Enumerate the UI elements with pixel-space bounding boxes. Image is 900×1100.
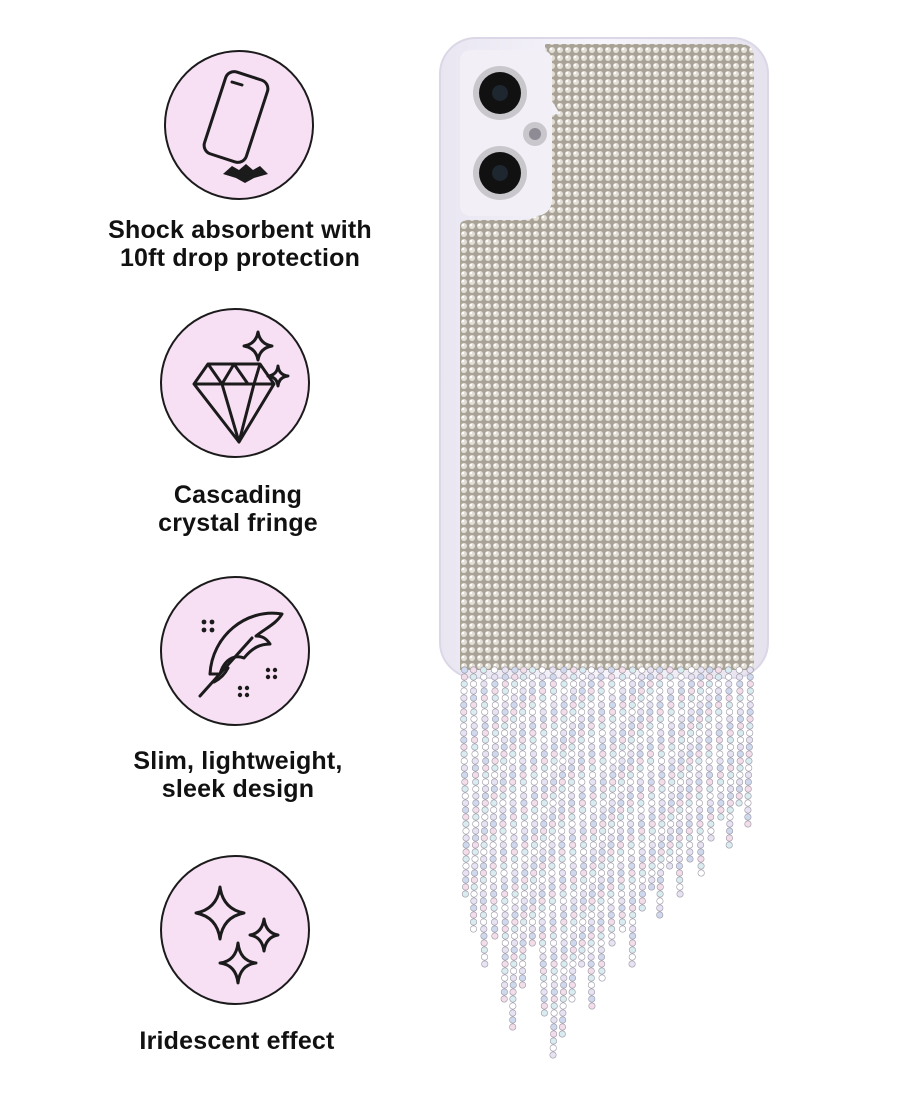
feature-icon-circle — [160, 855, 310, 1005]
phone-drop-icon — [202, 70, 270, 183]
feather-icon — [198, 611, 284, 698]
crystal-panel — [460, 44, 754, 670]
diamond-sparkle-icon — [192, 330, 290, 444]
feature-icon-circle — [160, 576, 310, 726]
feature-label: Cascading crystal fringe — [158, 481, 318, 537]
feature-icon-circle — [164, 50, 314, 200]
crystal-fringe — [460, 666, 754, 1059]
feature-label: Iridescent effect — [139, 1027, 335, 1055]
feature-label: Slim, lightweight, sleek design — [133, 747, 343, 803]
phone-case-image — [439, 37, 769, 1059]
feature-icon-circle — [160, 308, 310, 458]
sparkles-icon — [194, 885, 280, 985]
feature-label: Shock absorbent with 10ft drop protectio… — [108, 216, 372, 272]
camera-module — [460, 50, 552, 216]
